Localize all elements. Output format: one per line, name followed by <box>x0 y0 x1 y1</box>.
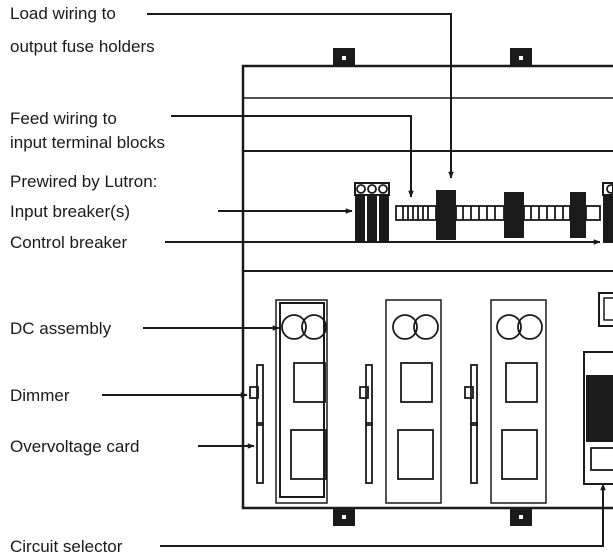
dimmer-module-3 <box>464 299 547 504</box>
enclosure-outline <box>241 64 613 510</box>
circuit-selector-unit <box>583 292 613 485</box>
breaker-row <box>354 182 613 243</box>
label-circuit-selector: Circuit selector <box>10 537 123 556</box>
dimmer-module-1 <box>249 299 328 504</box>
label-control-breaker: Control breaker <box>10 233 128 252</box>
fuse-blocks <box>436 190 586 240</box>
label-input-breakers: Input breaker(s) <box>10 202 130 221</box>
dimmer-modules <box>249 299 547 504</box>
control-breaker-block <box>602 182 613 243</box>
dimmer-module-2 <box>359 299 442 504</box>
label-prewired: Prewired by Lutron: <box>10 172 157 191</box>
input-breaker-block <box>354 182 390 243</box>
leader-lines <box>102 13 606 547</box>
label-feed-wiring-1: Feed wiring to <box>10 109 117 128</box>
label-overvoltage-card: Overvoltage card <box>10 437 139 456</box>
label-load-wiring-1: Load wiring to <box>10 4 116 23</box>
leader-load-wiring <box>147 13 454 179</box>
leader-feed-wiring <box>171 115 414 198</box>
label-feed-wiring-2: input terminal blocks <box>10 133 165 152</box>
leader-circuit-selector <box>160 483 606 547</box>
fuse-holder-chain <box>395 205 601 221</box>
label-dc-assembly: DC assembly <box>10 319 112 338</box>
label-dimmer: Dimmer <box>10 386 70 405</box>
panel-enclosure <box>241 64 613 510</box>
label-load-wiring-2: output fuse holders <box>10 37 155 56</box>
